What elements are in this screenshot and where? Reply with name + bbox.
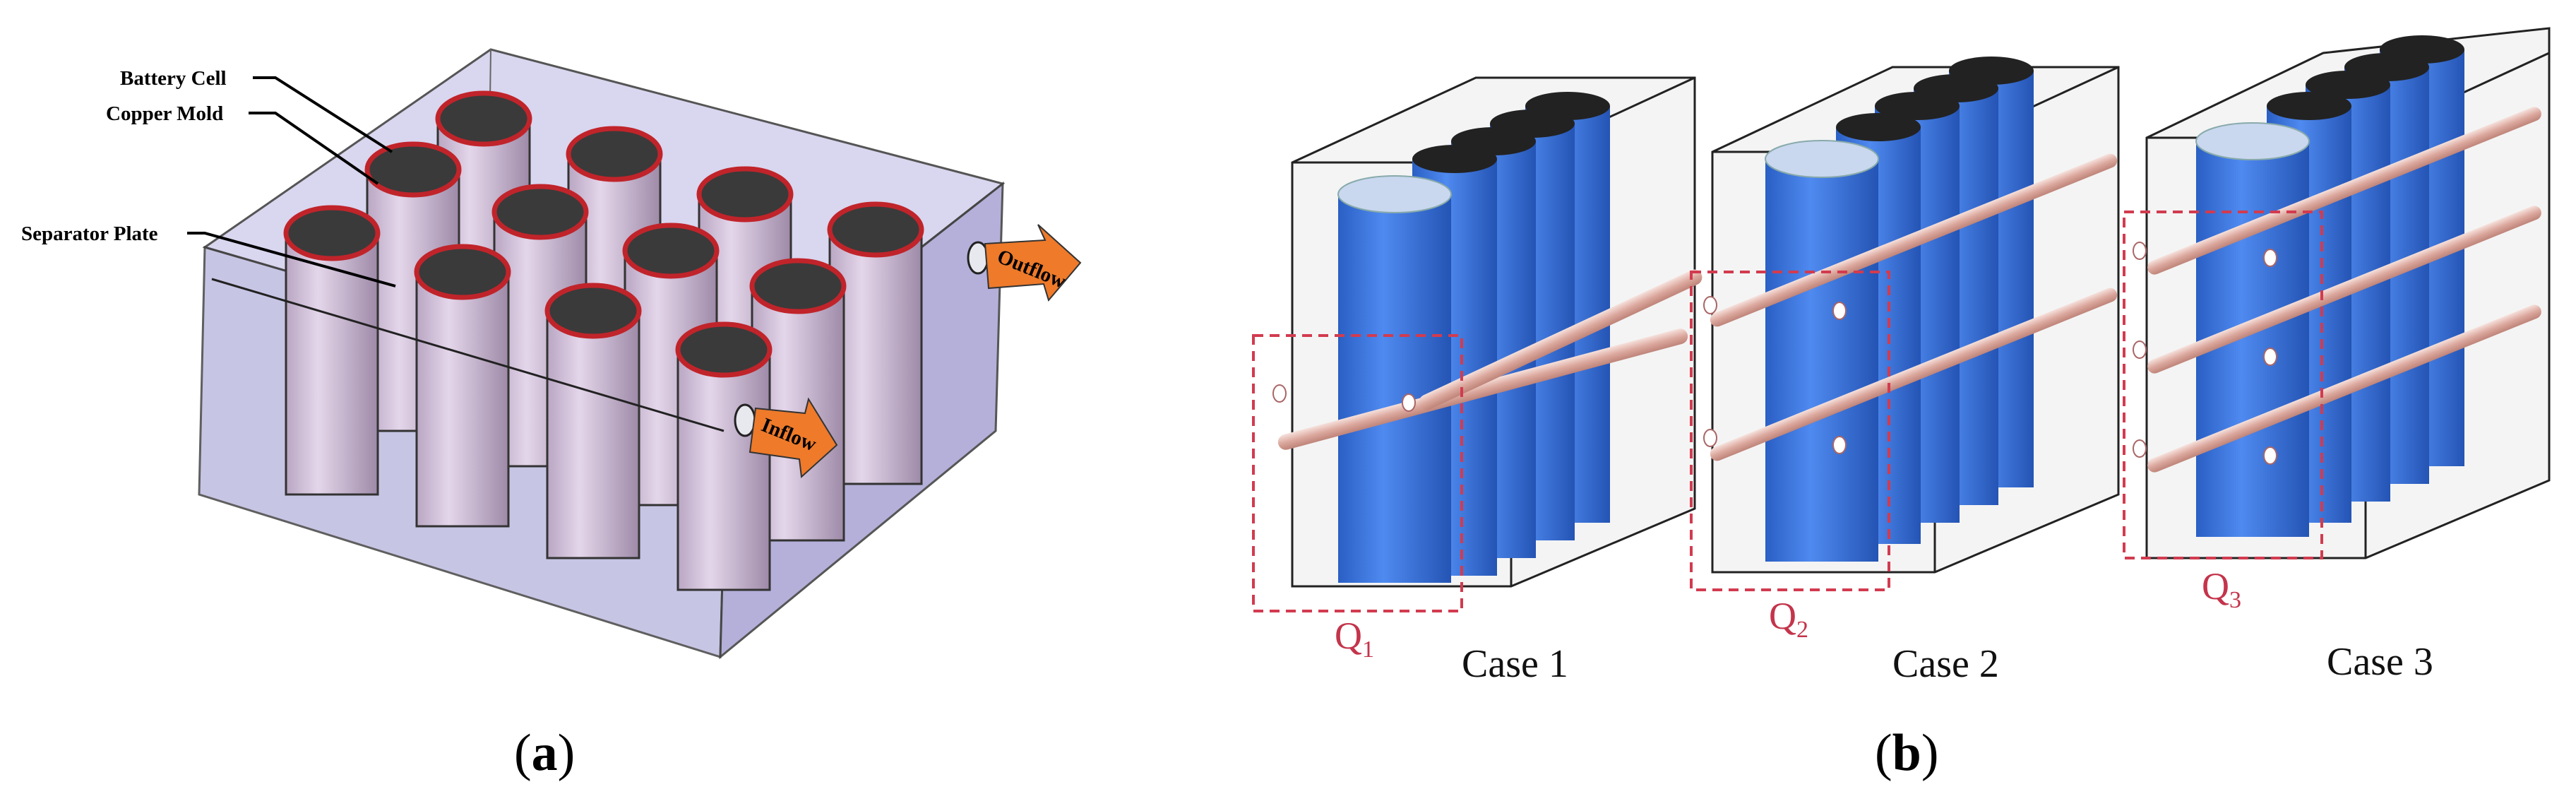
battery-cell-leader <box>253 76 393 153</box>
q2-label: Q2 <box>1769 595 1808 643</box>
caption-a-letter: a <box>532 724 558 782</box>
separator-plate-label: Separator Plate <box>21 223 158 245</box>
cooling-pipes <box>1703 153 2118 461</box>
battery-cell <box>827 201 924 485</box>
module-case-3: Q3 Case 3 <box>2123 27 2551 684</box>
module-case-1: Q1 Case 1 <box>1252 76 1703 686</box>
q3-dashed-box <box>2123 211 2323 559</box>
q2-dashed-box <box>1690 271 1890 591</box>
battery-cell <box>544 283 642 559</box>
battery-cell <box>414 244 511 528</box>
case-3-label: Case 3 <box>2327 640 2433 684</box>
battery-cell <box>675 321 773 591</box>
blue-cells <box>1765 57 2034 562</box>
blue-cells <box>1337 92 1610 583</box>
panel-b: Q1 Case 1 <box>1252 27 2551 782</box>
copper-mold-label: Copper Mold <box>106 102 223 125</box>
q1-label: Q1 <box>1335 615 1374 663</box>
cooling-pipes <box>2133 107 2541 473</box>
caption-a: (a) <box>514 724 575 782</box>
outflow-arrow <box>984 224 1082 302</box>
q3-label: Q3 <box>2202 565 2241 613</box>
inflow-port <box>734 403 756 437</box>
separator-plate-leader <box>187 232 396 288</box>
panel-a: Outflow Inflow Battery Cell Copper Mold … <box>21 48 1082 782</box>
caption-b: (b) <box>1875 724 1938 782</box>
q1-dashed-box <box>1252 334 1463 612</box>
cooling-pipes <box>1272 269 1703 450</box>
case-1-label: Case 1 <box>1462 642 1568 686</box>
battery-cell-label: Battery Cell <box>120 67 227 90</box>
case-2-label: Case 2 <box>1892 642 1999 686</box>
inflow-arrow <box>749 397 838 479</box>
separator-plate <box>211 278 724 432</box>
module-case-2: Q2 Case 2 <box>1690 57 2120 686</box>
copper-mold-leader <box>249 112 379 185</box>
battery-cell <box>283 205 381 496</box>
caption-b-letter: b <box>1892 724 1921 782</box>
